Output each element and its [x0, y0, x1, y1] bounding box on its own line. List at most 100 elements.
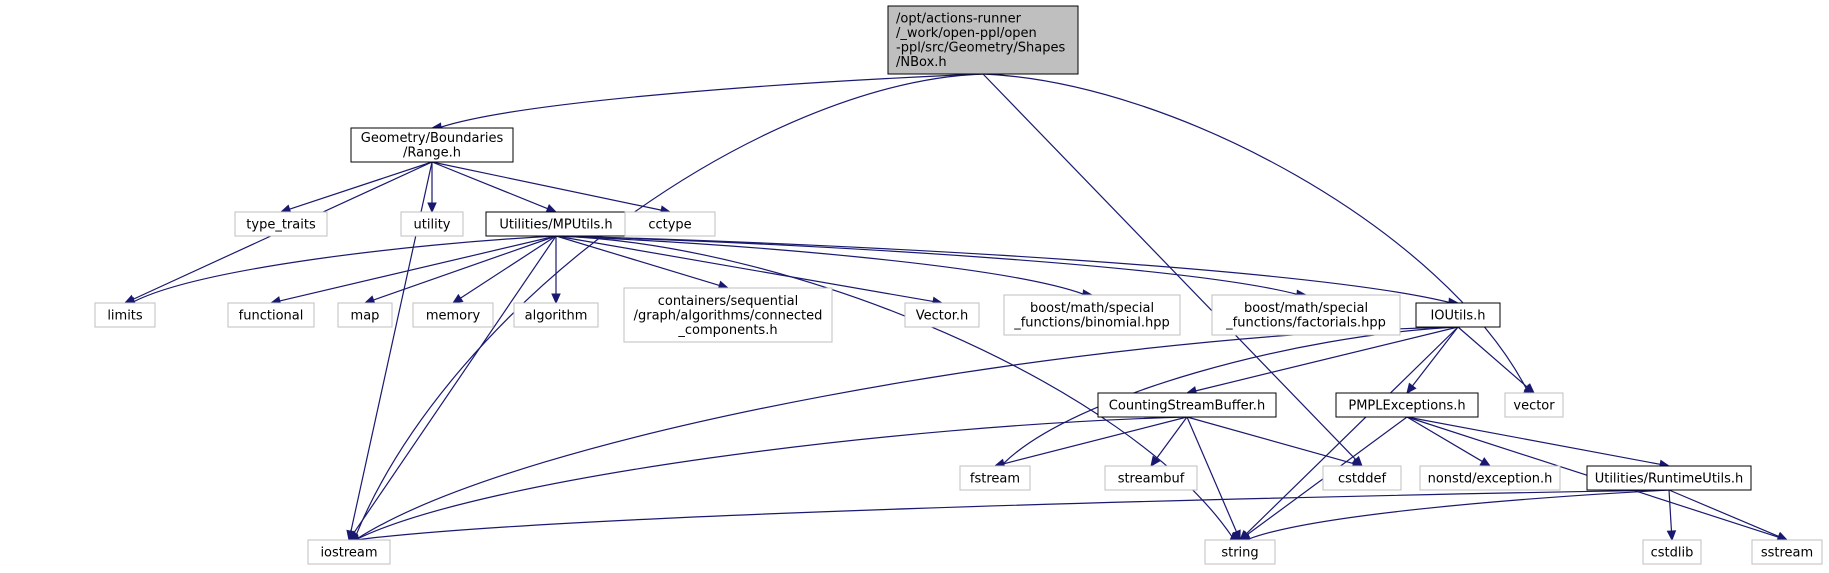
node-label-mputils: Utilities/MPUtils.h: [499, 217, 612, 232]
node-box-sstream: [1751, 539, 1823, 565]
node-vector: vector: [1504, 392, 1564, 418]
node-box-runtime: [1586, 465, 1752, 491]
edge-range-to-utility: [427, 162, 437, 214]
node-pmplex[interactable]: PMPLExceptions.h: [1335, 392, 1479, 418]
node-label-vectorh: Vector.h: [916, 308, 969, 323]
node-map: map: [337, 302, 393, 328]
node-label-csb: CountingStreamBuffer.h: [1109, 398, 1265, 413]
edge-runtime-to-iostream: [347, 489, 1670, 545]
node-connected: containers/sequential/graph/algorithms/c…: [623, 287, 833, 343]
node-label-connected: containers/sequential: [658, 294, 799, 309]
node-box-cstdlib: [1642, 539, 1702, 565]
node-label-algorithm: algorithm: [525, 308, 588, 323]
node-memory: memory: [412, 302, 494, 328]
node-label-range: Geometry/Boundaries: [361, 131, 504, 146]
node-box-cctype: [624, 211, 716, 237]
node-nonstd: nonstd/exception.h: [1419, 465, 1561, 491]
node-factorials: boost/math/special_functions/factorials.…: [1211, 294, 1401, 336]
edge-range-to-mputils: [431, 161, 558, 213]
node-label-binomial: boost/math/special: [1030, 301, 1154, 316]
node-label-limits: limits: [107, 308, 143, 323]
node-box-nbox: [887, 5, 1079, 75]
node-utility: utility: [400, 211, 464, 237]
node-box-cstddef: [1322, 465, 1402, 491]
edge-csb-to-string: [1186, 416, 1241, 542]
node-csb[interactable]: CountingStreamBuffer.h: [1097, 392, 1277, 418]
node-label-nbox: -ppl/src/Geometry/Shapes: [896, 41, 1065, 56]
node-label-nbox: /opt/actions-runner: [896, 12, 1022, 27]
node-streambuf: streambuf: [1104, 465, 1198, 491]
node-label-map: map: [351, 308, 380, 323]
node-box-vector: [1504, 392, 1564, 418]
node-algorithm: algorithm: [513, 302, 599, 328]
edge-ioutils-to-csb: [1185, 326, 1459, 396]
node-box-csb: [1097, 392, 1277, 418]
node-label-type_traits: type_traits: [246, 217, 316, 232]
node-string: string: [1204, 539, 1276, 565]
node-label-memory: memory: [426, 308, 481, 323]
node-box-algorithm: [513, 302, 599, 328]
node-box-ioutils: [1415, 302, 1501, 328]
edge-csb-to-cstddef: [1186, 416, 1364, 469]
node-label-binomial: _functions/binomial.hpp: [1013, 316, 1170, 331]
node-label-utility: utility: [414, 217, 451, 232]
node-box-string: [1204, 539, 1276, 565]
node-label-connected: _components.h: [677, 323, 777, 338]
edge-csb-to-iostream: [347, 416, 1188, 544]
edge-runtime-to-cstdlib: [1666, 489, 1677, 542]
node-box-nonstd: [1419, 465, 1561, 491]
node-box-range: [350, 127, 514, 163]
node-box-map: [337, 302, 393, 328]
node-label-streambuf: streambuf: [1118, 471, 1185, 486]
node-cctype: cctype: [624, 211, 716, 237]
edge-mputils-to-algorithm: [551, 236, 561, 305]
node-box-connected: [623, 287, 833, 343]
node-label-ioutils: IOUtils.h: [1430, 308, 1485, 323]
node-label-nbox: /_work/open-ppl/open: [896, 26, 1037, 41]
node-label-sstream: sstream: [1761, 545, 1813, 560]
node-label-factorials: _functions/factorials.hpp: [1225, 316, 1386, 331]
node-box-type_traits: [234, 211, 328, 237]
node-iostream: iostream: [307, 539, 391, 565]
node-vectorh: Vector.h: [904, 302, 980, 328]
node-type_traits: type_traits: [234, 211, 328, 237]
edge-range-to-type_traits: [279, 161, 433, 214]
node-cstddef: cstddef: [1322, 465, 1402, 491]
node-range[interactable]: Geometry/Boundaries/Range.h: [350, 127, 514, 163]
edge-mputils-to-limits: [123, 235, 557, 307]
node-label-cstdlib: cstdlib: [1651, 545, 1694, 560]
edges-layer: [123, 73, 1789, 545]
node-label-connected: /graph/algorithms/connected: [634, 308, 823, 323]
node-label-cstddef: cstddef: [1338, 471, 1387, 486]
node-label-string: string: [1221, 545, 1258, 560]
node-box-vectorh: [904, 302, 980, 328]
node-label-runtime: Utilities/RuntimeUtils.h: [1595, 471, 1744, 486]
node-ioutils[interactable]: IOUtils.h: [1415, 302, 1501, 328]
node-cstdlib: cstdlib: [1642, 539, 1702, 565]
node-binomial: boost/math/special_functions/binomial.hp…: [1003, 294, 1181, 336]
node-label-fstream: fstream: [970, 471, 1020, 486]
node-nbox[interactable]: /opt/actions-runner/_work/open-ppl/open-…: [887, 5, 1079, 75]
edge-pmplex-to-nonstd: [1406, 416, 1492, 467]
edge-mputils-to-string: [555, 235, 1242, 541]
edge-nbox-to-vector: [982, 73, 1536, 394]
edge-ioutils-to-vector: [1457, 326, 1535, 394]
node-box-utility: [400, 211, 464, 237]
node-sstream: sstream: [1751, 539, 1823, 565]
edge-mputils-to-map: [363, 235, 557, 305]
edge-pmplex-to-runtime: [1406, 416, 1671, 469]
node-box-limits: [94, 302, 156, 328]
node-label-cctype: cctype: [648, 217, 691, 232]
edge-runtime-to-sstream: [1668, 489, 1789, 541]
node-box-functional: [227, 302, 315, 328]
node-functional: functional: [227, 302, 315, 328]
node-runtime[interactable]: Utilities/RuntimeUtils.h: [1586, 465, 1752, 491]
node-mputils[interactable]: Utilities/MPUtils.h: [485, 211, 627, 237]
node-limits: limits: [94, 302, 156, 328]
edge-mputils-to-iostream: [348, 235, 557, 542]
node-label-iostream: iostream: [320, 545, 377, 560]
node-label-nonstd: nonstd/exception.h: [1428, 471, 1553, 486]
node-label-nbox: /NBox.h: [896, 55, 947, 70]
nodes-layer: /opt/actions-runner/_work/open-ppl/open-…: [94, 5, 1823, 565]
